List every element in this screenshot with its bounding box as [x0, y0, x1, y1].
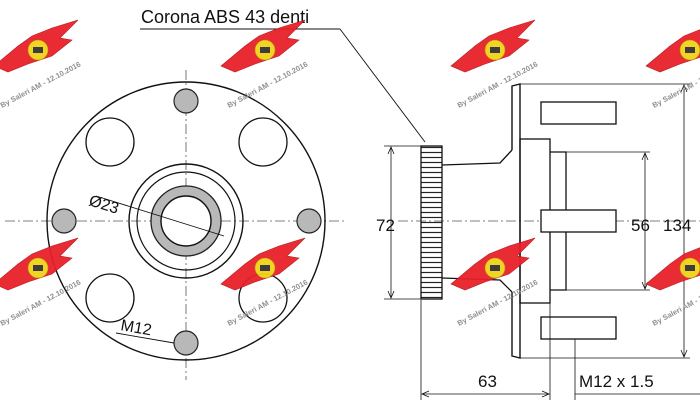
watermark-badge-mark [33, 265, 43, 271]
stud-hole-left [51, 208, 77, 234]
center-bore [160, 195, 212, 247]
watermark-wing-shape [645, 29, 700, 73]
watermark-badge-mark [33, 47, 43, 53]
watermark-badge-mark [260, 47, 270, 53]
front-view: Ø23 M12 [5, 70, 345, 380]
flange-outline [46, 81, 326, 361]
watermark-badge-mark [685, 47, 695, 53]
abs-ring-label: Corona ABS 43 denti [141, 7, 309, 27]
stud-thread-label-right: M12 x 1.5 [579, 372, 654, 391]
watermark-logo: By Saleri AM - 12.10.2016 [450, 19, 539, 110]
lightening-hole-upper-left [85, 117, 135, 167]
wheel-stud-middle [540, 209, 617, 233]
side-view: Corona ABS 43 denti 72 56 134 63 M12 x 1… [140, 7, 700, 400]
hub-length-label: 63 [478, 372, 497, 391]
watermark-badge-mark [685, 265, 695, 271]
watermark-badge-mark [490, 47, 500, 53]
stud-hole-right [296, 208, 322, 234]
stud-hole-top [173, 88, 199, 114]
flange-height-label: 72 [376, 216, 395, 235]
stud-hole-bottom [173, 330, 199, 356]
watermark-badge-mark [260, 265, 270, 271]
overall-diameter-label: 134 [663, 216, 691, 235]
abs-tone-ring [420, 145, 443, 300]
watermark-logo: By Saleri AM - 12.10.2016 [0, 19, 82, 110]
stud-thread-leader [115, 332, 175, 344]
wheel-stud-bottom [540, 316, 617, 340]
dim-72-arrows [387, 145, 395, 300]
watermark-wing-shape [645, 247, 700, 291]
hub-boss-outer [128, 163, 244, 279]
stud-thread-label-left: M12 [119, 317, 153, 339]
bore-dimension-leader [95, 195, 225, 237]
watermark-logo: By Saleri AM - 12.10.2016 [0, 237, 82, 328]
watermark-logo: By Saleri AM - 12.10.2016 [450, 237, 539, 328]
lightening-hole-lower-left [85, 273, 135, 323]
lightening-hole-upper-right [238, 117, 288, 167]
dim-63-arrows [420, 390, 551, 398]
watermark-layer: By Saleri AM - 12.10.2016 By Saleri AM -… [0, 19, 700, 328]
abs-ring-leader [339, 28, 426, 143]
watermark-logo: By Saleri AM - 12.10.2016 [220, 19, 309, 110]
bore-diameter-label: Ø23 [87, 193, 121, 218]
hub-boss-inner [136, 171, 236, 271]
pilot-diameter-label: 56 [631, 216, 650, 235]
wheel-stud-top [540, 101, 617, 125]
watermark-logo: By Saleri AM - 12.10.2016 [645, 29, 700, 110]
watermark-badge-mark [490, 265, 500, 271]
dim-134-arrows [680, 83, 688, 359]
watermark-logo: By Saleri AM - 12.10.2016 [645, 247, 700, 328]
